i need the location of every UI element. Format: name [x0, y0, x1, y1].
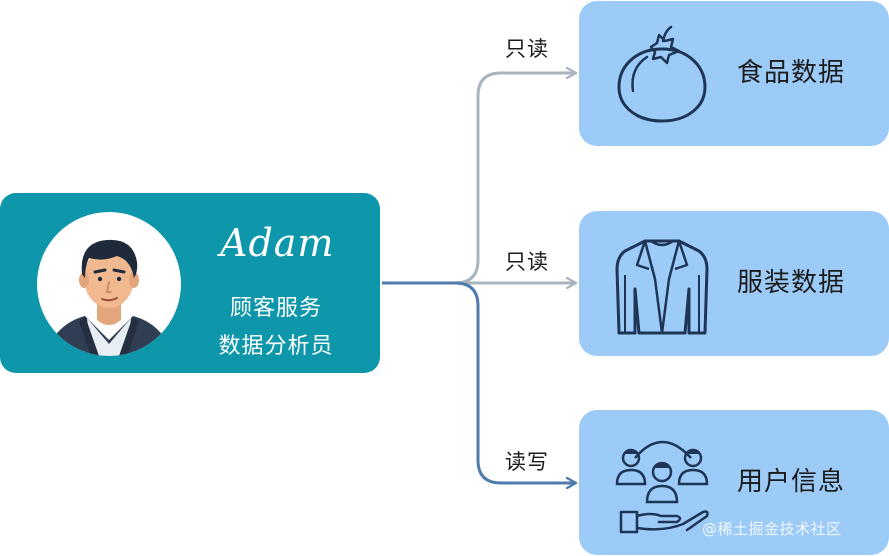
target-clothes-label: 服装数据 — [737, 268, 846, 298]
avatar-illustration — [45, 239, 173, 356]
user-role-line1: 顾客服务 — [229, 296, 322, 321]
access-label-food: 只读 — [505, 37, 549, 61]
target-user-info: 用户信息 — [579, 410, 889, 555]
user-name: Adam — [220, 221, 335, 265]
jacket-icon — [615, 239, 709, 335]
target-food-label: 食品数据 — [737, 58, 846, 88]
avatar — [37, 212, 181, 356]
target-food-data: 食品数据 — [579, 1, 889, 146]
access-label-users: 读写 — [505, 450, 549, 474]
watermark: @稀土掘金技术社区 — [702, 520, 842, 538]
user-role-line2: 数据分析员 — [218, 334, 334, 359]
target-clothes-data: 服装数据 — [579, 211, 889, 356]
user-card: Adam 顾客服务 数据分析员 — [0, 193, 380, 373]
connector-users — [382, 281, 576, 483]
tomato-icon — [617, 25, 707, 123]
access-label-clothes: 只读 — [505, 250, 549, 274]
users-hand-icon — [615, 440, 709, 534]
target-users-label: 用户信息 — [737, 467, 846, 497]
